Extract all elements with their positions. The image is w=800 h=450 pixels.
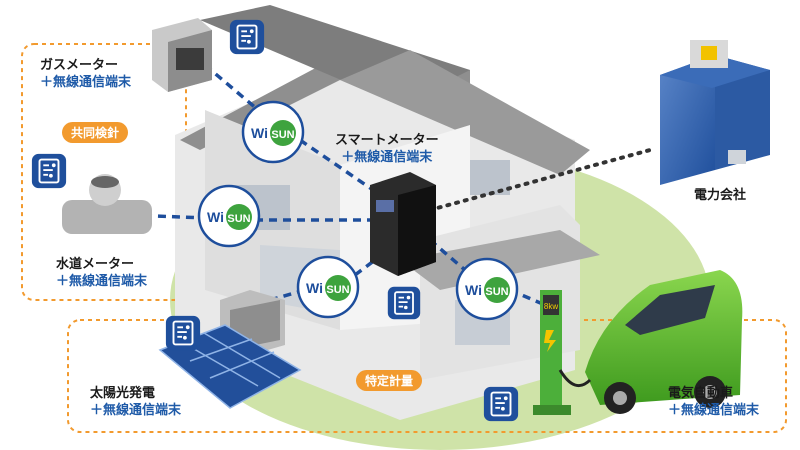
solar-sub: ＋無線通信端末 <box>90 403 182 418</box>
water-meter-sub: ＋無線通信端末 <box>56 274 148 289</box>
smart-meter-device <box>370 172 436 276</box>
ev-name: 電気自動車 <box>668 386 734 401</box>
electric-vehicle <box>558 270 743 414</box>
power-company-label: 電力会社 <box>694 188 747 203</box>
wisun-badge: Wi SUN <box>197 184 261 248</box>
wisun-badge: Wi SUN <box>455 257 519 321</box>
wisun-badge-wi: Wi <box>306 280 323 296</box>
link-gas-to-meter <box>299 138 396 207</box>
wisun-badge-wi: Wi <box>465 282 482 298</box>
wisun-badge-wi: Wi <box>251 125 268 141</box>
gas-meter-label: ガスメーター ＋無線通信端末 <box>40 57 131 91</box>
smart-meter-label: スマートメーター ＋無線通信端末 <box>335 132 439 166</box>
gas-meter-device <box>152 18 212 92</box>
gas-meter-name: ガスメーター <box>40 58 119 73</box>
solar-name: 太陽光発電 <box>90 386 156 401</box>
wisun-badge: Wi SUN <box>296 255 360 319</box>
chip-icon <box>30 152 68 190</box>
chip-icon <box>482 385 520 423</box>
smart-meter-name: スマートメーター <box>335 133 439 148</box>
wisun-badge-sun: SUN <box>227 213 250 225</box>
wisun-badge-sun: SUN <box>326 284 349 296</box>
gas-meter-sub: ＋無線通信端末 <box>40 75 132 90</box>
link-smart-meter-to-power-company <box>428 148 652 212</box>
ev-sub: ＋無線通信端末 <box>668 403 760 418</box>
specific-metering-tag: 特定計量 <box>356 370 423 391</box>
water-meter-device <box>62 174 152 234</box>
ev-charger: 8kw <box>533 290 571 415</box>
wisun-badge-wi: Wi <box>207 209 224 225</box>
chip-icon <box>164 314 202 352</box>
chip-icon <box>228 18 266 56</box>
wisun-badge-sun: SUN <box>485 286 508 298</box>
smart-meter-sub: ＋無線通信端末 <box>341 150 433 165</box>
power-company-building <box>660 40 770 185</box>
wisun-badge: Wi SUN <box>241 100 305 164</box>
link-water <box>129 213 206 220</box>
ev-label: 電気自動車 ＋無線通信端末 <box>668 385 759 419</box>
water-meter-name: 水道メーター <box>56 257 135 272</box>
wisun-badge-sun: SUN <box>271 129 294 141</box>
wisun-badges: Wi SUN Wi SUN Wi SUN Wi SUN <box>197 100 519 321</box>
joint-reading-tag: 共同検針 <box>62 122 129 143</box>
water-meter-label: 水道メーター ＋無線通信端末 <box>56 256 147 290</box>
solar-label: 太陽光発電 ＋無線通信端末 <box>90 385 181 419</box>
chip-icon <box>386 285 422 321</box>
charger-display: 8kw <box>544 302 558 311</box>
